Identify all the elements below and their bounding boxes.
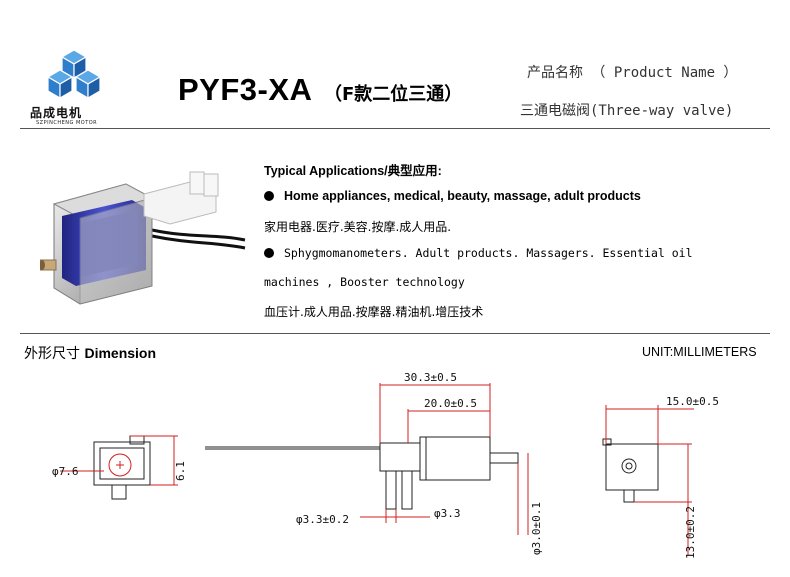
- application-item-2-cn: 血压计.成人用品.按摩器.精油机.增压技术: [264, 305, 484, 319]
- section-divider: [20, 333, 770, 334]
- side-view-drawing: [205, 383, 529, 535]
- dimension-title: 外形尺寸 Dimension: [24, 343, 156, 363]
- applications-heading: Typical Applications/典型应用:: [264, 164, 442, 178]
- application-item-1-en: Home appliances, medical, beauty, massag…: [284, 189, 641, 203]
- dimension-title-cn: 外形尺寸: [24, 346, 80, 362]
- dim-height: 13.0±0.2: [684, 506, 697, 559]
- application-item-2-en-b: machines , Booster technology: [264, 275, 465, 289]
- logo-cubes-icon: [46, 49, 102, 100]
- application-item-1: Home appliances, medical, beauty, massag…: [264, 189, 641, 203]
- dimension-drawing: φ7.6 6.1 30.3±0.5 20.0±0.5 φ3.3±0.2 φ3.3…: [52, 371, 719, 559]
- product-name-label: 产品名称 （ Product Name ）: [527, 65, 738, 81]
- application-item-2-en-a: Sphygmomanometers. Adult products. Massa…: [284, 246, 693, 260]
- dimension-title-en: Dimension: [84, 345, 157, 361]
- dim-inlet-diameter: φ3.3±0.2: [296, 513, 349, 526]
- dim-port-height: 6.1: [174, 461, 187, 481]
- dim-port-diameter: φ7.6: [52, 465, 79, 478]
- dim-body-length: 20.0±0.5: [424, 397, 477, 410]
- dim-width: 15.0±0.5: [666, 395, 719, 408]
- dim-outlet-diameter: φ3.0±0.1: [530, 502, 543, 555]
- bullet-icon: [264, 248, 274, 258]
- bullet-icon: [264, 191, 274, 201]
- unit-label: UNIT:MILLIMETERS: [642, 345, 757, 359]
- top-view-drawing: [602, 405, 694, 555]
- front-view-drawing: [60, 435, 178, 500]
- product-type: 三通电磁阀(Three-way valve): [520, 103, 734, 119]
- application-item-2: Sphygmomanometers. Adult products. Massa…: [264, 246, 693, 260]
- dim-total-length: 30.3±0.5: [404, 371, 457, 384]
- dim-inlet-diameter-2: φ3.3: [434, 507, 461, 520]
- brand-name-en: SZPINCHENG MOTOR: [36, 120, 98, 126]
- model-variant: （F款二位三通）: [324, 84, 463, 105]
- application-item-1-cn: 家用电器.医疗.美容.按摩.成人用品.: [264, 220, 452, 234]
- brand-logo: 品成电机 SZPINCHENG MOTOR: [28, 48, 124, 128]
- brand-name-cn: 品成电机: [30, 106, 83, 120]
- product-photo: [40, 171, 246, 305]
- header-divider: [20, 128, 770, 129]
- model-number: PYF3-XA: [178, 72, 313, 107]
